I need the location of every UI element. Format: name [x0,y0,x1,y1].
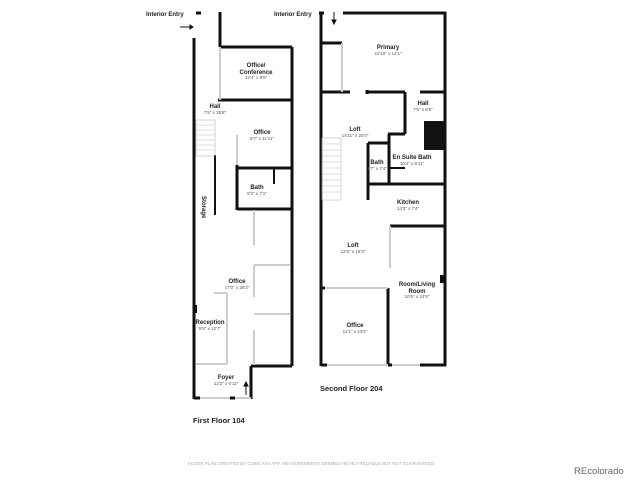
second-floor-walls [319,11,447,367]
first-floor-title: First Floor 104 [193,416,245,425]
first-floor-entry-label: Interior Entry [146,12,184,18]
first-floor-column [193,305,197,313]
first-floor-stairs [195,119,216,157]
fireplace-block [424,121,445,150]
brand-logo: REcolorado [574,466,624,477]
second-floor-column [440,275,445,283]
first-floor-entry-arrows [180,24,249,395]
second-floor-stairs [321,137,342,201]
second-floor-title: Second Floor 204 [320,384,383,393]
first-floor-walls [192,11,294,400]
second-floor-entry-arrow [331,12,337,26]
room-storage: Storage [200,196,206,219]
second-floor-entry-label: Interior Entry [274,12,312,18]
disclaimer-text: FLOOR PLAN CREATED BY CUBICASA APP. MEAS… [188,461,436,466]
first-floor-partitions [196,47,290,399]
second-floor-partitions [325,43,420,366]
